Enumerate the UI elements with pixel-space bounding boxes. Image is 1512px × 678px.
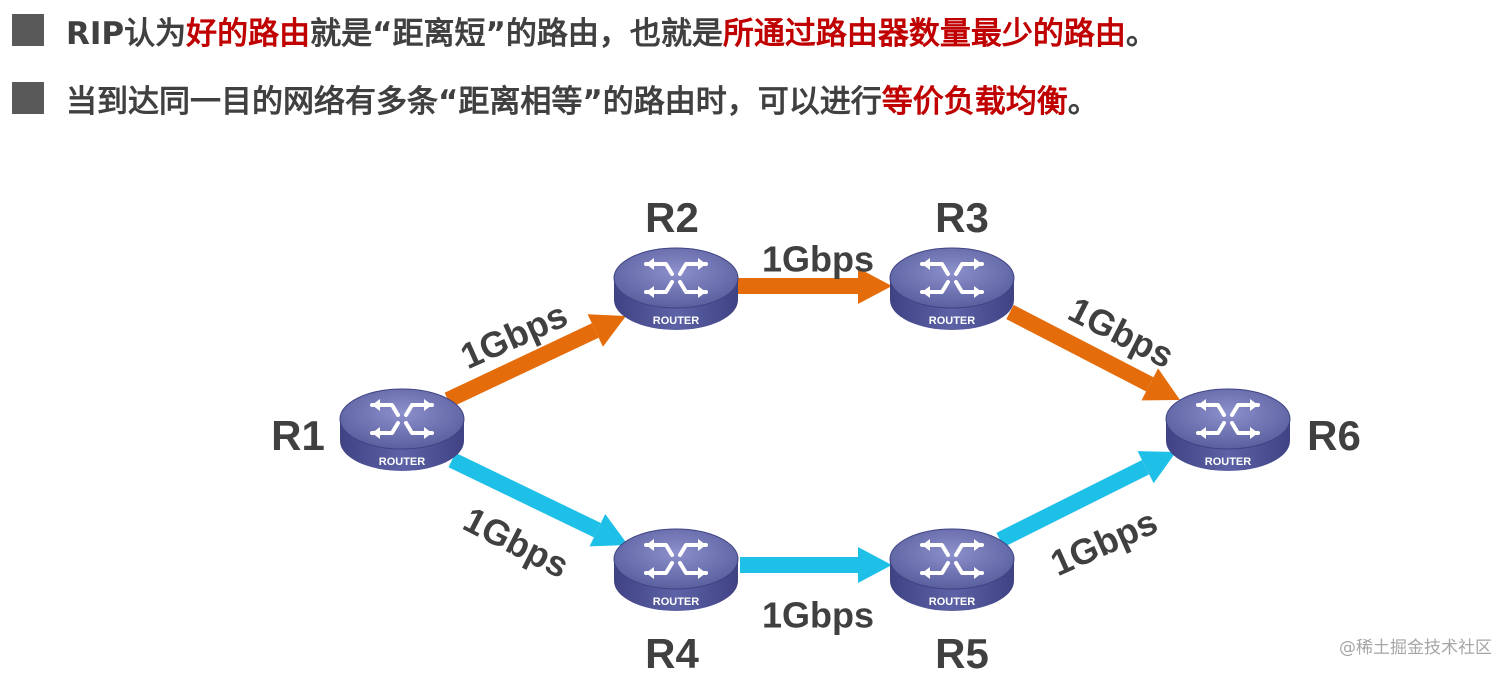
router-caption: ROUTER	[653, 315, 700, 327]
router-icon-r6: ROUTER	[1165, 388, 1291, 471]
highlight-text: 等价负载均衡	[881, 83, 1068, 120]
link-arrow-r4-r5	[740, 547, 892, 583]
router-label-r5: R5	[935, 630, 989, 677]
bullet-line-2: 当到达同一目的网络有多条“距离相等”的路由时，可以进行等价负载均衡。	[12, 74, 1099, 122]
link-arrow-r1-r2	[444, 314, 626, 408]
highlight-text: 好的路由	[186, 15, 311, 52]
link-label-r4-r5: 1Gbps	[762, 595, 874, 636]
highlight-text: 所通过路由器数量最少的路由	[722, 15, 1126, 52]
router-caption: ROUTER	[653, 596, 700, 608]
router-caption: ROUTER	[929, 596, 976, 608]
router-caption: ROUTER	[1205, 456, 1252, 468]
router-icon-r2: ROUTER	[613, 247, 739, 330]
bullet-text-segment: 当到达同一目的网络有多条“距离相等”的路由时，可以进行	[66, 83, 882, 120]
link-arrow-r5-r6	[996, 451, 1176, 548]
bullet-text-segment: 就是“距离短”的路由，也就是	[310, 15, 723, 52]
router-icon-r1: ROUTER	[339, 388, 465, 471]
watermark: @稀土掘金技术社区	[1339, 638, 1492, 658]
router-icon-r5: ROUTER	[889, 528, 1015, 611]
link-label-r2-r3: 1Gbps	[762, 239, 874, 280]
bullet-text-segment: 。	[1067, 83, 1099, 120]
bullet-line-1: RIP认为好的路由就是“距离短”的路由，也就是所通过路由器数量最少的路由。	[12, 6, 1157, 54]
link-arrow-r1-r4	[448, 452, 628, 547]
bullet-text-segment: RIP认为	[66, 15, 187, 52]
router-caption: ROUTER	[379, 456, 426, 468]
router-icon-r3: ROUTER	[889, 247, 1015, 330]
bullet-text-segment: 。	[1125, 15, 1157, 52]
bullet-square-icon	[12, 82, 44, 114]
router-label-r1: R1	[271, 412, 325, 459]
router-label-r4: R4	[645, 630, 699, 677]
router-label-r2: R2	[645, 194, 699, 241]
router-icon-r4: ROUTER	[613, 528, 739, 611]
bullet-text-1: RIP认为好的路由就是“距离短”的路由，也就是所通过路由器数量最少的路由。	[66, 8, 1157, 53]
link-arrow-r2-r3	[738, 268, 892, 304]
router-label-r6: R6	[1307, 412, 1361, 459]
bullet-square-icon	[12, 14, 44, 46]
bullet-text-2: 当到达同一目的网络有多条“距离相等”的路由时，可以进行等价负载均衡。	[66, 76, 1099, 121]
router-label-r3: R3	[935, 194, 989, 241]
link-arrow-r3-r6	[1006, 304, 1180, 401]
router-caption: ROUTER	[929, 315, 976, 327]
